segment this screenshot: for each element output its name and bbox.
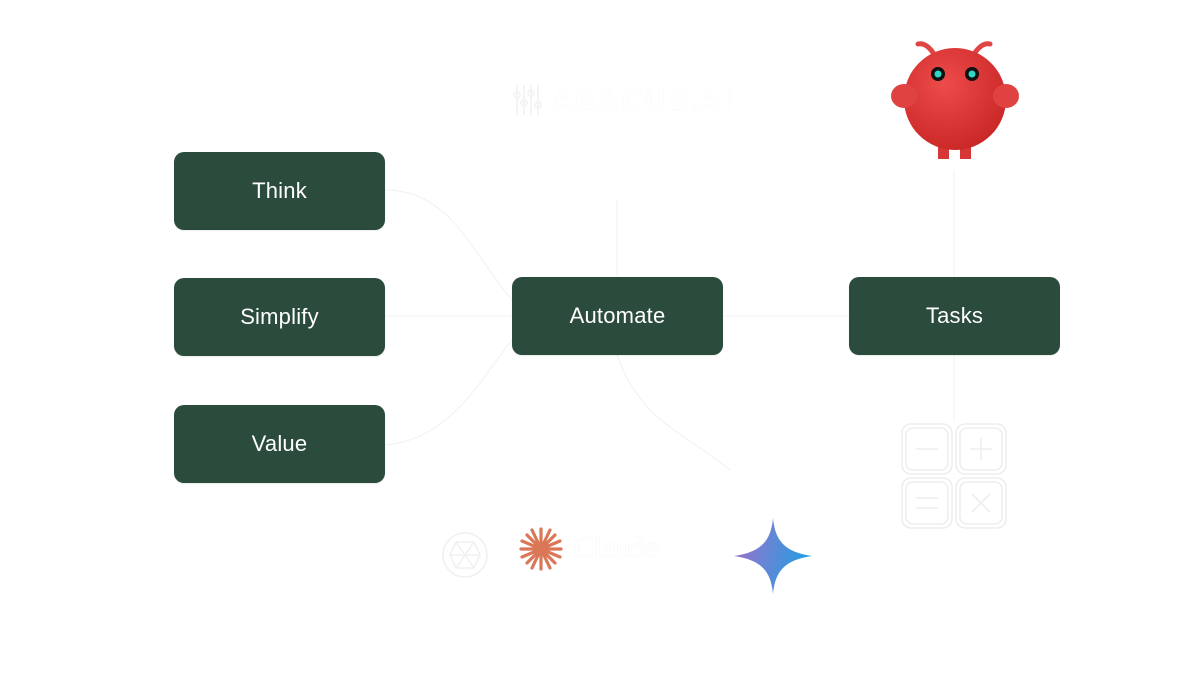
edge-value-automate xyxy=(384,339,513,446)
openai-logo-icon xyxy=(442,532,488,578)
red-robot-mascot-icon xyxy=(891,41,1019,159)
gemini-sparkle-icon xyxy=(734,518,812,594)
claude-logo-text: Claude xyxy=(574,531,659,564)
node-label: Think xyxy=(252,178,307,203)
node-value[interactable]: Value xyxy=(174,405,385,483)
node-automate[interactable]: Automate xyxy=(512,277,723,355)
edge-automate-bottom xyxy=(616,354,731,471)
claude-asterisk-icon xyxy=(519,527,563,571)
abacus-logo-icon xyxy=(513,85,542,115)
node-label: Simplify xyxy=(240,304,319,329)
abacus-logo-text: ABACUS.AI xyxy=(552,84,735,115)
abacus-logo: ABACUS.AI xyxy=(512,80,735,120)
calculator-icon xyxy=(901,423,1007,529)
node-think[interactable]: Think xyxy=(174,152,385,230)
node-tasks[interactable]: Tasks xyxy=(849,277,1060,355)
node-label: Tasks xyxy=(925,303,984,328)
node-simplify[interactable]: Simplify xyxy=(174,278,385,356)
node-label: Automate xyxy=(569,303,666,328)
edge-think-automate xyxy=(384,189,513,301)
node-label: Value xyxy=(251,431,308,456)
